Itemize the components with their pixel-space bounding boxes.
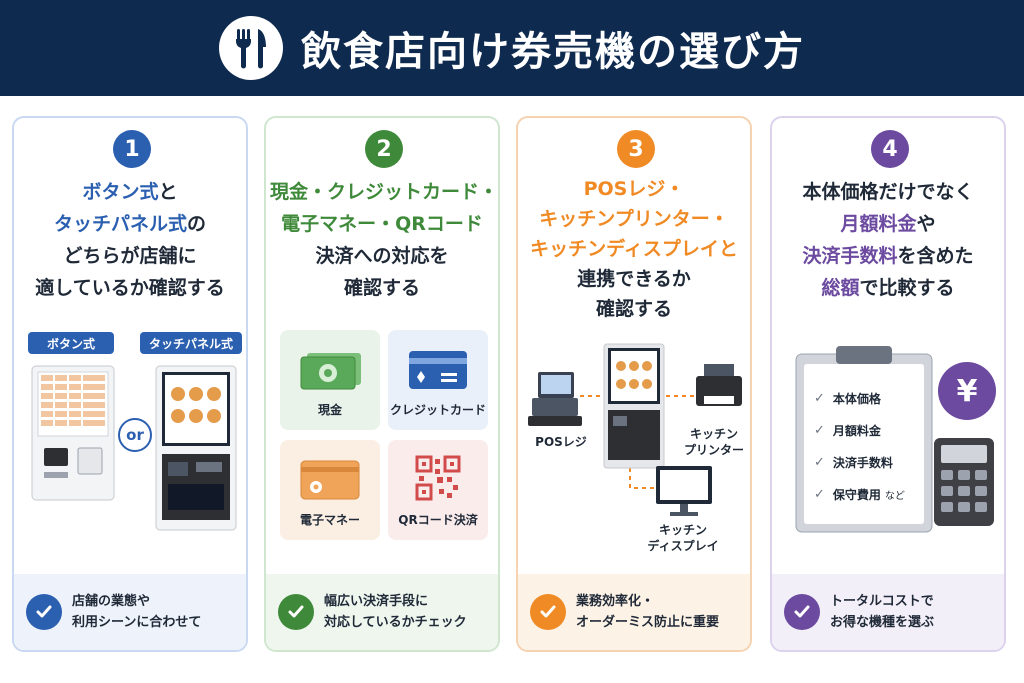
heading-accent-text: タッチパネル式	[53, 213, 187, 235]
check-mark-icon: ✓	[814, 486, 825, 502]
payment-e-money: 電子マネー	[280, 440, 380, 540]
button-type-label: ボタン式	[28, 332, 114, 354]
clipboard-icon	[794, 344, 934, 538]
heading-line: 現金・クレジットカード・	[270, 176, 498, 208]
footer-text: トータルコストで お得な機種を選ぶ	[830, 594, 935, 630]
heading-text: 適しているか確認する	[35, 277, 225, 299]
payment-credit-card: クレジットカード	[388, 330, 488, 430]
heading-line: 適しているか確認する	[18, 272, 242, 304]
step-number: 4	[871, 130, 909, 168]
card-heading: 現金・クレジットカード・電子マネー・QRコード決済への対応を確認する	[270, 176, 498, 304]
payment-cash: 現金	[280, 330, 380, 430]
heading-line: 確認する	[270, 272, 494, 304]
heading-line: タッチパネル式の	[18, 208, 242, 240]
heading-accent-text: 決済手数料	[802, 245, 898, 267]
card-footer: 店舗の業態や 利用シーンに合わせて	[14, 574, 246, 650]
payment-qr: QRコード決済	[388, 440, 488, 540]
card-footer: 幅広い決済手段に 対応しているかチェック	[266, 574, 498, 650]
heading-line: キッチンプリンター・	[522, 204, 746, 234]
heading-line: 総額で比較する	[776, 272, 1000, 304]
heading-text: 本体価格だけでなく	[802, 181, 974, 203]
touch-panel-machine-image	[154, 364, 238, 538]
credit-card-icon	[409, 351, 467, 389]
heading-text: や	[916, 213, 936, 235]
card-footer: 業務効率化・ オーダーミス防止に重要	[518, 574, 750, 650]
qr-code-icon	[415, 455, 461, 501]
step-number: 2	[365, 130, 403, 168]
header-bar: 飲食店向け券売機の選び方	[0, 0, 1024, 96]
heading-accent-text: ボタン式	[82, 181, 159, 203]
cash-icon	[300, 353, 361, 390]
check-mark-icon: ✓	[814, 422, 825, 438]
heading-text: 確認する	[343, 277, 420, 299]
heading-line: 本体価格だけでなく	[776, 176, 1000, 208]
check-mark-icon: ✓	[814, 390, 825, 406]
heading-text: を含めた	[897, 245, 974, 267]
kitchen-display-icon	[656, 466, 712, 516]
heading-line: 確認する	[522, 294, 746, 324]
heading-accent-text: キッチンディスプレイと	[530, 238, 738, 260]
card-machine-type: 1 ボタン式とタッチパネル式のどちらが店舗に適しているか確認する ボタン式 タッ…	[12, 116, 248, 652]
heading-line: 月額料金や	[776, 208, 1000, 240]
footer-text: 幅広い決済手段に 対応しているかチェック	[324, 594, 467, 630]
heading-text: 確認する	[595, 298, 672, 320]
heading-line: どちらが店舗に	[18, 240, 242, 272]
button-ticket-machine-image	[30, 364, 116, 508]
kiosk-icon	[603, 343, 665, 469]
touch-type-label: タッチパネル式	[140, 332, 242, 354]
heading-text: で比較する	[859, 277, 955, 299]
heading-accent-text: 総額	[821, 277, 860, 299]
checklist-item: ✓ 月額料金	[814, 422, 881, 438]
heading-line: キッチンディスプレイと	[522, 234, 746, 264]
fork-knife-icon	[219, 16, 283, 80]
heading-accent-text: POSレジ・	[583, 178, 685, 200]
heading-text: と	[158, 181, 178, 203]
printer-icon	[696, 364, 742, 406]
card-total-cost: 4 本体価格だけでなく月額料金や決済手数料を含めた総額で比較する ✓ 本体価格 …	[770, 116, 1006, 652]
check-icon	[530, 594, 566, 630]
checklist-item: ✓ 保守費用 など	[814, 486, 905, 502]
heading-text: 決済への対応を	[315, 245, 449, 267]
checklist-item: ✓ 決済手数料	[814, 454, 893, 470]
heading-line: POSレジ・	[522, 174, 746, 204]
heading-line: 連携できるか	[522, 264, 746, 294]
heading-accent-text: 月額料金	[840, 213, 917, 235]
check-mark-icon: ✓	[814, 454, 825, 470]
card-footer: トータルコストで お得な機種を選ぶ	[772, 574, 1004, 650]
yen-coin-icon: ¥	[938, 362, 996, 420]
heading-accent-text: 現金・クレジットカード・	[270, 181, 499, 203]
check-icon	[278, 594, 314, 630]
card-heading: POSレジ・キッチンプリンター・キッチンディスプレイと連携できるか確認する	[522, 174, 746, 324]
heading-text: どちらが店舗に	[63, 245, 197, 267]
footer-text: 店舗の業態や 利用シーンに合わせて	[72, 594, 202, 630]
card-payment-methods: 2 現金・クレジットカード・電子マネー・QRコード決済への対応を確認する 現金 …	[264, 116, 500, 652]
step-number: 3	[617, 130, 655, 168]
card-heading: 本体価格だけでなく月額料金や決済手数料を含めた総額で比較する	[776, 176, 1000, 304]
heading-accent-text: キッチンプリンター・	[539, 208, 729, 230]
page-title: 飲食店向け券売機の選び方	[301, 29, 805, 75]
heading-line: 決済への対応を	[270, 240, 494, 272]
pos-register-icon	[528, 372, 582, 426]
check-icon	[784, 594, 820, 630]
heading-text: 連携できるか	[577, 268, 691, 290]
e-money-card-icon	[300, 460, 360, 500]
card-integration: 3 POSレジ・キッチンプリンター・キッチンディスプレイと連携できるか確認する	[516, 116, 752, 652]
kitchen-display-label: キッチン ディスプレイ	[647, 523, 719, 553]
heading-accent-text: 電子マネー・QRコード	[281, 213, 483, 235]
heading-line: 決済手数料を含めた	[776, 240, 1000, 272]
pos-register-label: POSレジ	[535, 435, 587, 449]
check-icon	[26, 594, 62, 630]
heading-text: の	[187, 213, 207, 235]
card-heading: ボタン式とタッチパネル式のどちらが店舗に適しているか確認する	[18, 176, 242, 304]
cost-checklist: ✓ 本体価格 ✓ 月額料金 ✓ 決済手数料 ✓ 保守費用 など	[814, 382, 934, 510]
footer-text: 業務効率化・ オーダーミス防止に重要	[576, 594, 720, 630]
calculator-icon	[932, 436, 996, 532]
heading-line: 電子マネー・QRコード	[270, 208, 494, 240]
step-number: 1	[113, 130, 151, 168]
or-text: or	[118, 418, 152, 452]
kitchen-printer-label: キッチン プリンター	[683, 427, 744, 457]
integration-diagram	[518, 338, 750, 568]
checklist-item: ✓ 本体価格	[814, 390, 881, 406]
heading-line: ボタン式と	[18, 176, 242, 208]
